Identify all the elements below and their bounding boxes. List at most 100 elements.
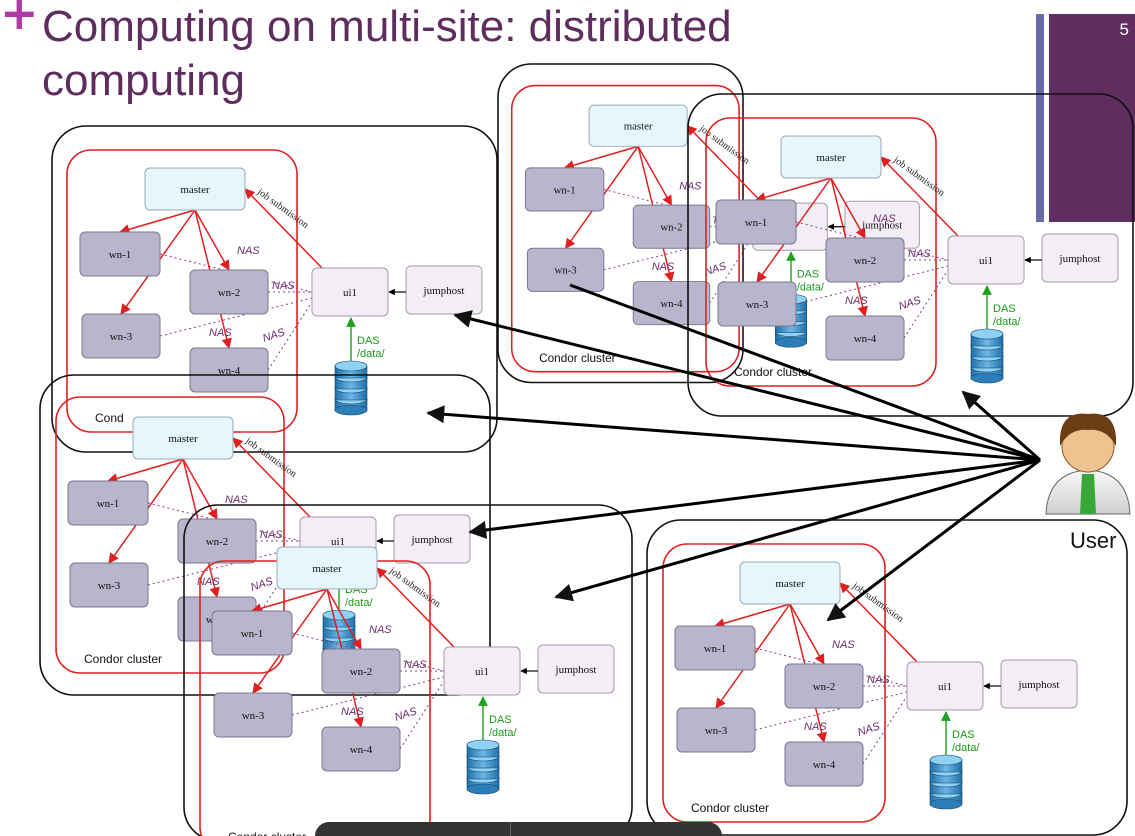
- site-5-boundary: [183, 504, 633, 836]
- site-2-jumphost-label: jumphost: [861, 220, 902, 232]
- site-1-wn2-label: wn-2: [218, 287, 241, 299]
- site-1-data-label: /data/: [357, 348, 385, 360]
- site-1-dispatch-wn1: [118, 209, 196, 235]
- site-6-dispatch-wn1: [713, 603, 791, 629]
- site-2-dispatch-wn1: [563, 145, 639, 171]
- user-link-6: [826, 458, 1041, 622]
- site-1-nas-label-1: NAS: [237, 245, 260, 257]
- site-3-job-submission-label: job submission: [890, 154, 946, 199]
- site-6-cluster-boundary: [662, 543, 886, 823]
- title-line-2: computing: [42, 56, 246, 105]
- user-icon: User: [1045, 413, 1131, 553]
- site-2-wn2-label: wn-2: [660, 222, 682, 234]
- site-2-data-label: /data/: [797, 281, 824, 293]
- site-4-job-submission-arrow: [232, 437, 311, 518]
- site-2-nas-label-1: NAS: [679, 180, 702, 192]
- site-6-ui1: [906, 661, 984, 711]
- site-4-wn1: [67, 480, 149, 526]
- site-5-ui1-label: ui1: [475, 666, 489, 678]
- accent-bar: [1049, 14, 1135, 222]
- site-6-wn1-label: wn-1: [704, 643, 727, 655]
- site-1-nas-link-wn1: [159, 253, 313, 293]
- site-6-nas-label-3: NAS: [804, 721, 827, 733]
- site-6-boundary: [646, 519, 1128, 836]
- site-3-wn1: [715, 199, 797, 245]
- site-3-nas-link-wn3: [795, 265, 949, 305]
- site-4-wn2: [177, 518, 257, 564]
- accent-stripe: [1036, 14, 1044, 222]
- site-5-nas-label-2: NAS: [404, 659, 427, 671]
- site-3-das-label: DAS: [993, 303, 1016, 315]
- site-6-dispatch-wn2: [789, 603, 825, 665]
- site-6-job-submission-label: job submission: [849, 580, 905, 625]
- site-6-wn2-label: wn-2: [813, 681, 836, 693]
- control-bar-divider: [510, 822, 511, 836]
- site-5-data-label: /data/: [489, 727, 517, 739]
- site-3-jumphost: [1041, 233, 1119, 283]
- site-6-wn4: [784, 741, 864, 787]
- site-3-wn1-label: wn-1: [745, 217, 768, 229]
- video-control-bar[interactable]: [315, 822, 722, 836]
- site-6-data-label: /data/: [952, 742, 980, 754]
- site-5-job-submission-arrow: [376, 567, 455, 648]
- site-2-wn2: [632, 204, 711, 249]
- site-6-job-submission-arrow: [839, 582, 918, 663]
- site-2-wn1-label: wn-1: [554, 184, 576, 196]
- plus-icon: +: [0, 0, 39, 40]
- site-5-nas-link-wn3: [291, 676, 445, 716]
- site-6-wn1: [674, 625, 756, 671]
- site-6-nas-link-wn3: [754, 691, 908, 731]
- site-6-nas-label-4: NAS: [856, 720, 882, 739]
- site-5-job-submission-label: job submission: [386, 565, 442, 610]
- site-6-nas-link-wn1: [754, 647, 908, 687]
- site-2-wn4: [632, 281, 711, 326]
- site-3-cluster-boundary: [705, 117, 937, 387]
- site-6-das-label: DAS: [952, 729, 975, 741]
- user-link-4: [468, 458, 1041, 539]
- site-3-nas-label-3: NAS: [845, 295, 868, 307]
- site-4-dispatch-wn2: [182, 458, 218, 520]
- site-4-jumphost-label: jumphost: [411, 534, 453, 546]
- site-4-jumphost: [393, 514, 471, 564]
- site-5-jumphost-label: jumphost: [555, 664, 597, 676]
- site-1-nas-label-4: NAS: [261, 326, 287, 345]
- site-3-master-label: master: [816, 152, 846, 164]
- site-5-wn3: [213, 692, 293, 738]
- site-3-nas-label-4: NAS: [897, 294, 923, 313]
- site-2-master-label: master: [624, 121, 653, 133]
- site-1-wn1: [79, 231, 161, 277]
- site-5-das-label: DAS: [489, 714, 512, 726]
- site-4-wn3-label: wn-3: [98, 580, 121, 592]
- site-4-nas-label-4: NAS: [249, 575, 275, 594]
- site-3-wn4: [825, 315, 905, 361]
- site-3-ui1-label: ui1: [979, 255, 993, 267]
- site-6-wn4-label: wn-4: [813, 759, 836, 771]
- site-2-condor-label: Condor cluster: [539, 352, 615, 365]
- site-1-wn3: [81, 313, 161, 359]
- site-5-wn3-label: wn-3: [242, 710, 265, 722]
- site-3-nas-link-wn4: [903, 269, 949, 339]
- site-6-master: [739, 561, 841, 605]
- site-3-jumphost-label: jumphost: [1059, 253, 1101, 265]
- site-3-wn2-label: wn-2: [854, 255, 877, 267]
- site-1-nas-link-wn4: [267, 301, 313, 371]
- site-2-job-submission-arrow: [686, 125, 764, 204]
- site-2-nas-label-4: NAS: [703, 260, 729, 279]
- site-6-wn3: [676, 707, 756, 753]
- site-3-data-label: /data/: [993, 316, 1021, 328]
- site-1-ui1-label: ui1: [343, 287, 357, 299]
- site-4-nas-label-3: NAS: [197, 576, 220, 588]
- site-4-wn1-label: wn-1: [97, 498, 120, 510]
- site-2-wn4-label: wn-4: [660, 298, 683, 310]
- site-1-wn2: [189, 269, 269, 315]
- site-1-jumphost: [405, 265, 483, 315]
- site-4-cluster-boundary: [55, 396, 285, 674]
- site-2-wn3: [526, 247, 605, 292]
- site-6-master-label: master: [775, 578, 805, 590]
- site-5-wn2-label: wn-2: [350, 666, 373, 678]
- site-3-wn3-label: wn-3: [746, 299, 769, 311]
- site-1-das-label: DAS: [357, 335, 380, 347]
